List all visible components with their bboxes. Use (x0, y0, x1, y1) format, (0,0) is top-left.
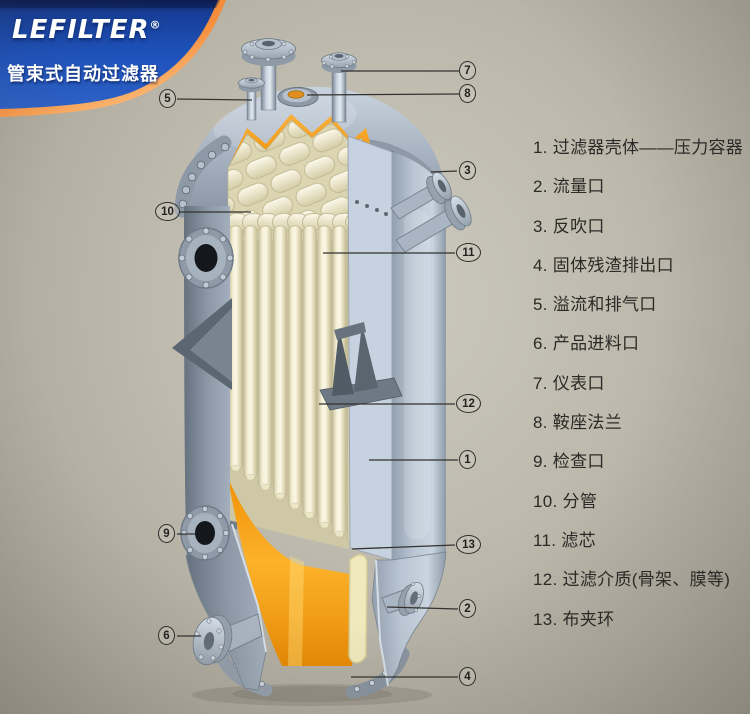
legend-item-7: 7. 仪表口 (533, 373, 605, 393)
saddle-flange (277, 87, 319, 107)
ground-shadow (192, 684, 432, 706)
leader-lines (176, 70, 460, 678)
legend-item-13: 13. 布夹环 (533, 609, 615, 629)
cloth-clamp-ring (348, 554, 368, 664)
legend-item-8: 8. 鞍座法兰 (533, 413, 623, 433)
callout-8: 8 (459, 84, 476, 103)
legend-item-3: 3. 反吹口 (533, 216, 605, 236)
callout-3: 3 (459, 161, 476, 180)
instrument-nozzle-tall (241, 38, 296, 111)
leader-line-13 (351, 544, 456, 550)
side-ports (178, 227, 424, 666)
leader-line-8 (306, 93, 460, 96)
vent-nozzle (238, 77, 265, 121)
inspection-port (180, 505, 230, 561)
interior-funnel (228, 478, 361, 666)
legend-item-6: 6. 产品进料口 (533, 334, 640, 354)
mid-left-flange-port (178, 227, 234, 289)
callout-6: 6 (158, 626, 175, 645)
callout-7: 7 (459, 61, 476, 80)
leader-line-3 (430, 170, 458, 173)
callout-13: 13 (456, 535, 481, 554)
backflush-nozzles (390, 171, 472, 253)
callout-1: 1 (459, 450, 476, 469)
registered-trademark-icon: ® (149, 18, 161, 32)
instrument-nozzle-right (321, 52, 357, 123)
logo-banner (0, 0, 226, 117)
legend-item-10: 10. 分管 (533, 491, 598, 511)
callout-5: 5 (159, 89, 176, 108)
brand-logo-text: LEFILTER (12, 15, 150, 45)
banner-blue-shape (0, 0, 218, 109)
legend-item-1: 1. 过滤器壳体——压力容器 (533, 138, 744, 157)
callout-12: 12 (456, 394, 481, 413)
brand-logo: LEFILTER® (12, 15, 161, 45)
cutaway-right-wall (347, 135, 393, 561)
callout-11: 11 (456, 243, 481, 262)
vessel-shell-right (392, 152, 446, 560)
leader-line-2 (386, 606, 459, 610)
bottom-cone (185, 523, 447, 699)
callout-9: 9 (158, 524, 175, 543)
product-title: 管束式自动过滤器 (7, 64, 159, 84)
callout-2: 2 (459, 599, 476, 618)
legend-item-4: 4. 固体残渣排出口 (533, 255, 674, 275)
legend-item-9: 9. 检查口 (533, 452, 605, 472)
parts-legend: 1. 过滤器壳体——压力容器 2. 流量口 3. 反吹口 4. 固体残渣排出口 … (533, 139, 743, 629)
callout-10: 10 (155, 202, 180, 221)
vessel-shell-left (184, 206, 230, 564)
legend-item-11: 11. 滤芯 (533, 530, 596, 550)
legend-item-5: 5. 溢流和排气口 (533, 295, 657, 315)
legend-item-2: 2. 流量口 (533, 177, 605, 197)
feed-inlet-port (192, 613, 263, 666)
callout-4: 4 (459, 667, 476, 686)
leader-line-5 (176, 98, 253, 101)
support-brackets (172, 298, 403, 411)
vessel-top-nozzles (238, 38, 357, 123)
cone-right-wall (371, 551, 447, 688)
legend-item-12: 12. 过滤介质(骨架、膜等) (533, 570, 731, 590)
